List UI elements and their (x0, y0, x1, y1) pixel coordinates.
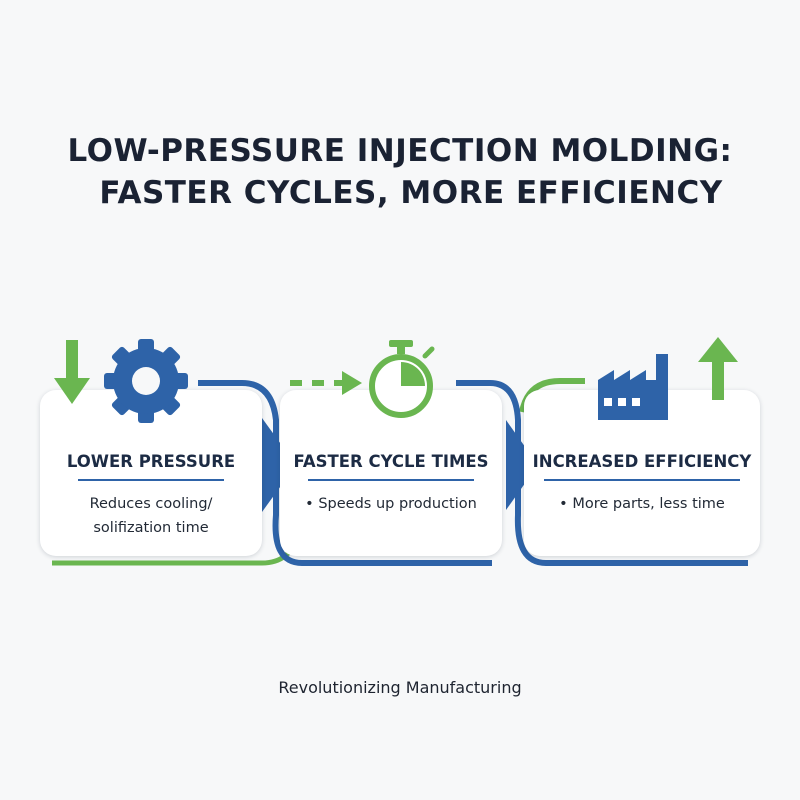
connector-blue-2 (456, 380, 748, 566)
page-title: LOW-PRESSURE INJECTION MOLDING: FASTER C… (0, 130, 800, 214)
connector-arrowhead-1 (262, 418, 296, 512)
step-heading: FASTER CYCLE TIMES (293, 452, 489, 471)
step-card-increased-efficiency: INCREASED EFFICIENCY • More parts, less … (524, 390, 760, 556)
step-heading: INCREASED EFFICIENCY (532, 452, 752, 471)
connector-blue-1 (198, 380, 492, 566)
heading-underline (544, 479, 740, 481)
heading-underline (308, 479, 474, 481)
step-card-faster-cycle-times: FASTER CYCLE TIMES • Speeds up productio… (280, 390, 502, 556)
step-card-lower-pressure: LOWER PRESSURE Reduces cooling/solifizat… (40, 390, 262, 556)
step-description: • More parts, less time (559, 496, 725, 512)
heading-underline (78, 479, 224, 481)
step-description: Reduces cooling/solifization time (40, 492, 262, 540)
step-heading: LOWER PRESSURE (66, 452, 236, 471)
tagline: Revolutionizing Manufacturing (278, 678, 522, 697)
step-description-text: Reduces cooling/solifization time (89, 496, 213, 536)
connector-green-2 (519, 378, 585, 413)
title-line-1: LOW-PRESSURE INJECTION MOLDING: (67, 133, 733, 169)
connector-arrowhead-2 (506, 420, 538, 510)
title-line-2: FASTER CYCLES, MORE EFFICIENCY (99, 175, 723, 211)
step-description: • Speeds up production (305, 496, 477, 512)
